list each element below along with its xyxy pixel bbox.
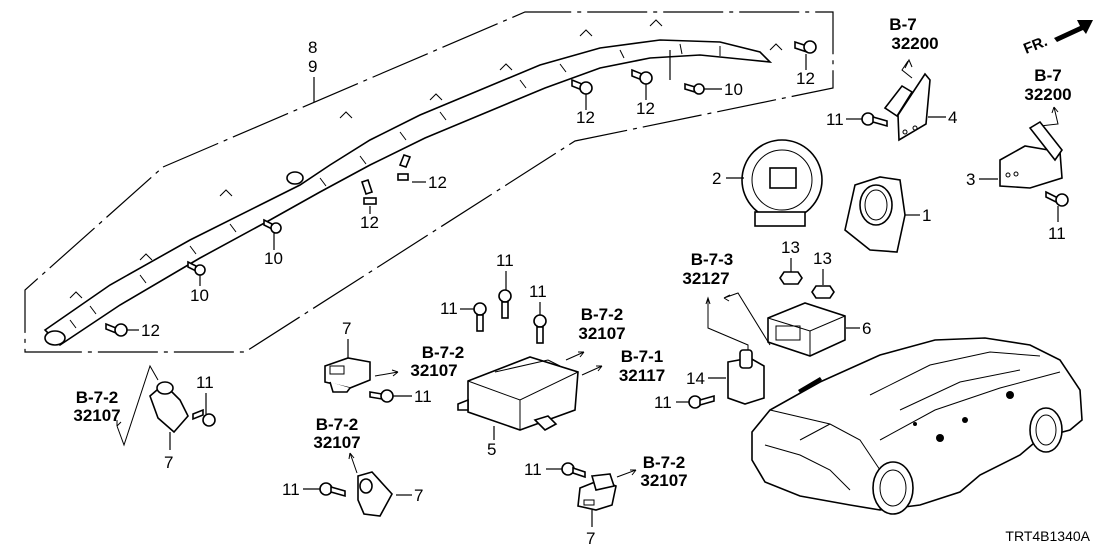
bolt-12[interactable] [571, 78, 593, 95]
callout-12: 12 [636, 99, 655, 118]
bolt-10[interactable] [263, 218, 282, 234]
bolt-11[interactable] [498, 289, 512, 319]
callout-8: 8 [308, 38, 317, 57]
fr-label: FR. [1021, 33, 1050, 58]
bolt-12[interactable] [397, 154, 412, 181]
ref-section[interactable]: B-7-2 [422, 343, 465, 362]
ref-section[interactable]: B-7 [1034, 66, 1061, 85]
callout-5: 5 [487, 440, 496, 459]
bolt-10[interactable] [187, 260, 206, 276]
bolt-12[interactable] [360, 178, 377, 205]
callout-2: 2 [712, 169, 721, 188]
ref-part-number[interactable]: 32127 [682, 269, 729, 288]
nut-13[interactable] [811, 285, 835, 299]
bolt-11[interactable] [561, 462, 586, 479]
ref-section[interactable]: B-7-3 [691, 250, 734, 269]
callout-9: 9 [308, 57, 317, 76]
callout-7: 7 [414, 486, 423, 505]
callout-11: 11 [654, 393, 672, 412]
impact-sensor-7[interactable] [324, 357, 371, 393]
front-arrow-icon [1054, 20, 1093, 42]
ref-section[interactable]: B-7-1 [621, 347, 664, 366]
bolt-12[interactable] [794, 40, 817, 54]
ref-part-number[interactable]: 32107 [578, 324, 625, 343]
callout-11: 11 [826, 110, 844, 129]
callout-11: 11 [414, 387, 432, 406]
bolt-10[interactable] [684, 82, 705, 95]
bolt-11[interactable] [369, 389, 394, 403]
callout-12: 12 [141, 321, 160, 340]
bolt-11[interactable] [473, 302, 487, 332]
callout-4: 4 [948, 108, 957, 127]
callout-6: 6 [862, 319, 871, 338]
curtain-airbag[interactable] [43, 19, 783, 347]
callout-11: 11 [196, 373, 214, 392]
callout-7: 7 [586, 529, 595, 548]
callout-11: 11 [1048, 224, 1066, 243]
bolt-12[interactable] [105, 322, 128, 337]
callout-12: 12 [796, 69, 815, 88]
front-direction-indicator: FR. [1021, 20, 1093, 58]
callout-10: 10 [190, 286, 209, 305]
control-module[interactable] [767, 302, 846, 357]
bolt-11[interactable] [319, 482, 346, 498]
ref-part-number[interactable]: 32200 [891, 34, 938, 53]
callout-11: 11 [282, 480, 300, 499]
callout-1: 1 [922, 206, 931, 225]
ref-part-number[interactable]: 32200 [1024, 85, 1071, 104]
ref-section[interactable]: B-7-2 [316, 415, 359, 434]
ref-part-number[interactable]: 32107 [640, 471, 687, 490]
ref-section[interactable]: B-7-2 [76, 388, 119, 407]
callout-12: 12 [428, 173, 447, 192]
ref-section[interactable]: B-7-2 [581, 305, 624, 324]
ref-part-number[interactable]: 32107 [73, 406, 120, 425]
callout-10: 10 [264, 249, 283, 268]
nut-13[interactable] [779, 271, 803, 285]
ref-section[interactable]: B-7-2 [643, 453, 686, 472]
callout-12: 12 [576, 108, 595, 127]
srs-unit[interactable] [457, 356, 579, 431]
bolt-12[interactable] [631, 68, 653, 85]
bolt-11[interactable] [192, 408, 216, 427]
callout-10: 10 [724, 80, 743, 99]
ref-section[interactable]: B-7 [889, 15, 916, 34]
side-sensor-bracket-4[interactable] [883, 72, 931, 142]
callout-11: 11 [496, 251, 514, 270]
impact-sensor-7[interactable] [577, 473, 617, 511]
callout-13: 13 [813, 249, 832, 268]
bolt-11[interactable] [861, 112, 888, 128]
bolt-11[interactable] [533, 314, 547, 344]
callout-11: 11 [440, 299, 458, 318]
ref-part-number[interactable]: 32107 [313, 433, 360, 452]
diagram-code: TRT4B1340A [1005, 528, 1090, 544]
ref-part-number[interactable]: 32117 [619, 366, 665, 385]
steering-angle-sensor[interactable] [844, 176, 906, 253]
callout-14: 14 [686, 369, 705, 388]
callout-11: 11 [529, 282, 547, 301]
callout-11: 11 [524, 460, 542, 479]
callout-13: 13 [781, 238, 800, 257]
vehicle-outline [751, 337, 1083, 515]
ref-part-number[interactable]: 32107 [410, 361, 457, 380]
callout-7: 7 [342, 319, 351, 338]
bolt-11[interactable] [688, 394, 715, 409]
bolt-11[interactable] [1045, 190, 1069, 207]
airbag-group-outline [24, 11, 834, 353]
impact-sensor-7[interactable] [357, 471, 393, 517]
callout-12: 12 [360, 213, 379, 232]
cable-reel[interactable] [741, 139, 823, 227]
callout-3: 3 [966, 170, 975, 189]
side-sensor-bracket-3[interactable] [999, 120, 1063, 189]
impact-sensor-7[interactable] [149, 381, 189, 434]
sensor-14[interactable] [727, 349, 765, 405]
callout-7: 7 [164, 453, 173, 472]
